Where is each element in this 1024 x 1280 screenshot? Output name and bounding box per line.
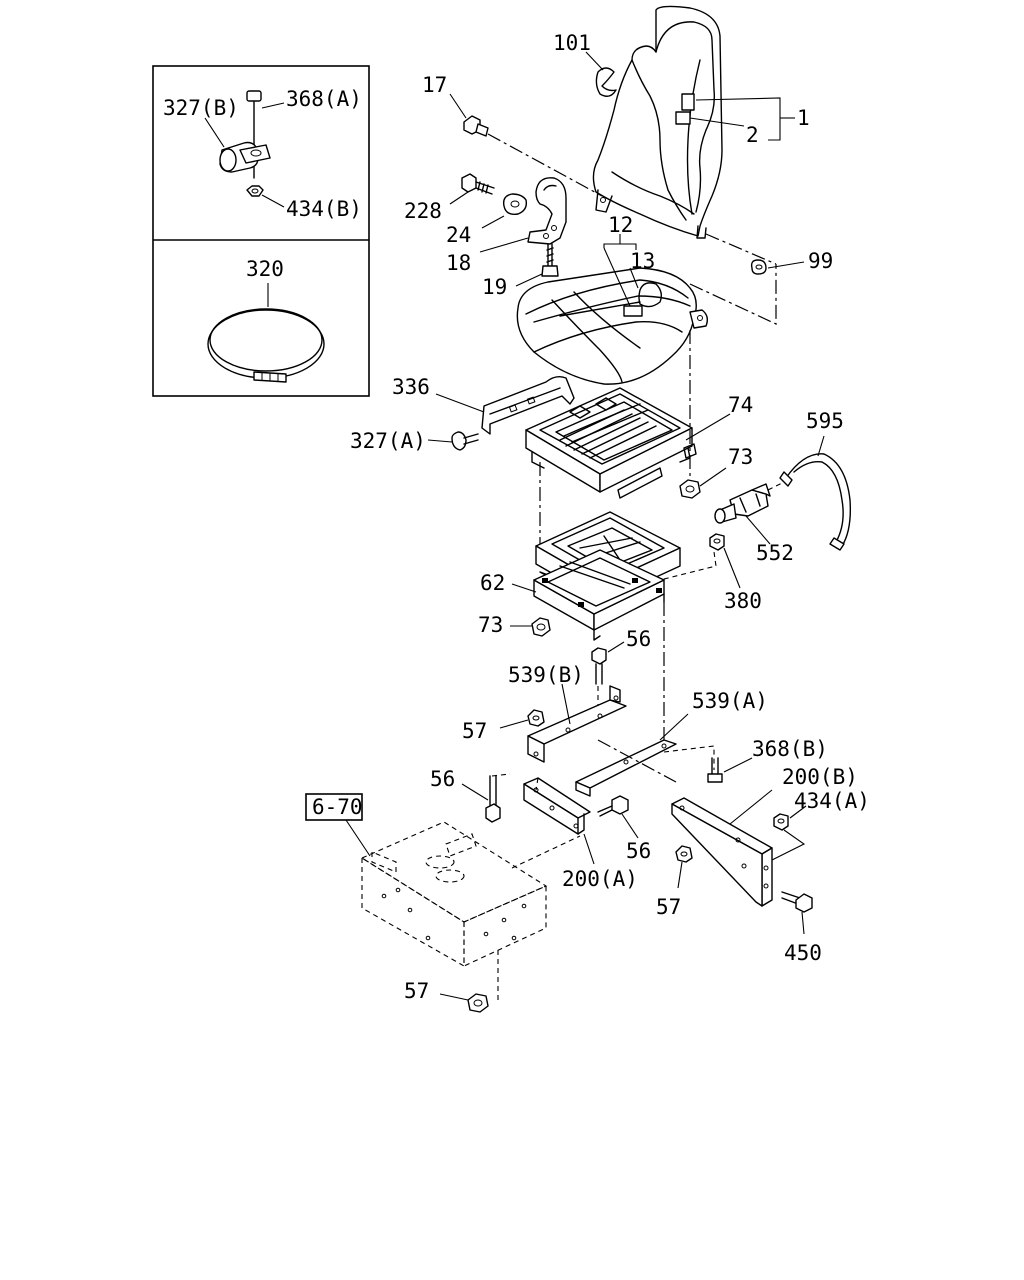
rail-539b [527,685,627,763]
hinge-bracket-18 [527,177,567,245]
label-19: 19 [482,275,507,299]
label-1: 1 [797,106,810,130]
nut-380 [709,533,725,551]
label-57-right: 57 [656,895,681,919]
bolt-228 [461,173,495,195]
bracket-200b [671,797,773,907]
label-320: 320 [246,257,284,281]
label-200a: 200(A) [562,867,638,891]
bolt-17 [463,115,489,137]
air-hose-595 [779,453,852,551]
rail-539a [575,739,677,797]
label-101: 101 [553,31,591,55]
label-56-top: 56 [626,627,651,651]
label-336: 336 [392,375,430,399]
band-clamp-320 [207,308,325,383]
seat-slide-frame-74 [525,387,697,499]
label-595: 595 [806,409,844,433]
label-327b: 327(B) [163,96,239,120]
label-17: 17 [422,73,447,97]
label-552: 552 [756,541,794,565]
label-450: 450 [784,941,822,965]
nut-434a [773,813,789,831]
nut-73-upper [679,479,701,499]
label-6-70: 6-70 [312,795,363,819]
nut-57-bottom [467,993,489,1013]
label-368a: 368(A) [286,87,362,111]
seat-back-assembly [592,5,723,239]
label-99: 99 [808,249,833,273]
nut-57-rail [527,709,545,727]
label-62: 62 [480,571,505,595]
screw-327a [451,431,479,451]
bracket-200a [523,777,591,835]
spacer-24 [502,193,528,216]
label-12: 12 [608,213,633,237]
label-18: 18 [446,251,471,275]
label-73-lower: 73 [478,613,503,637]
label-57-rail: 57 [462,719,487,743]
label-539b: 539(B) [508,663,584,687]
label-74: 74 [728,393,753,417]
nut-73-lower [531,617,551,637]
label-200b: 200(B) [782,765,858,789]
bolt-56-left [485,773,511,823]
label-228: 228 [404,199,442,223]
bracket-336 [481,375,575,435]
label-2: 2 [746,123,759,147]
bolt-450 [781,891,813,913]
valve-552 [714,483,771,524]
clip-327b [219,90,271,197]
label-13: 13 [630,249,655,273]
label-56-left: 56 [430,767,455,791]
base-box-6-70 [360,821,548,967]
bolt-19 [541,243,559,277]
inset-panel: 327(B) 368(A) 434(B) 320 [152,65,370,397]
label-539a: 539(A) [692,689,768,713]
bolt-368b [707,757,723,783]
label-56-center: 56 [626,839,651,863]
label-434a: 434(A) [794,789,870,813]
label-327a: 327(A) [350,429,426,453]
seat-cushion [516,267,709,385]
label-73-upper: 73 [728,445,753,469]
suspension-base-62 [533,511,681,641]
nut-57-right [675,845,693,863]
label-24: 24 [446,223,471,247]
label-57-bottom: 57 [404,979,429,1003]
bolt-56-top [591,647,607,685]
label-380: 380 [724,589,762,613]
label-434b: 434(B) [286,197,362,221]
bolt-56-center [597,795,629,817]
label-368b: 368(B) [752,737,828,761]
nut-99 [750,259,767,275]
